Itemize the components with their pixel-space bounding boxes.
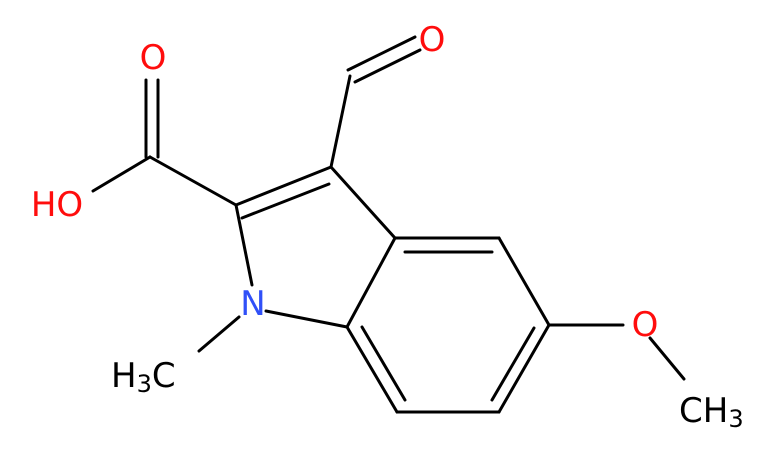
bond-c4-c5 xyxy=(497,236,551,327)
bond-n-methyl xyxy=(197,315,241,353)
n-methyl-label: H3C xyxy=(111,356,176,398)
methoxy-oxygen-label: O xyxy=(632,305,659,345)
bond-c2-c3-outer xyxy=(234,165,333,207)
o-methyl-subscript: 3 xyxy=(728,405,743,433)
bond-c5-c6 xyxy=(497,323,551,414)
o-methyl-label: CH3 xyxy=(679,391,744,433)
bond-c3-c3a xyxy=(329,165,397,240)
bond-c7a-c3a xyxy=(345,236,397,329)
bond-methoxy-o-methyl xyxy=(648,336,686,381)
bond-formyl-c3 xyxy=(329,74,352,169)
bond-c2-c3-inner xyxy=(240,182,331,220)
acid-carbonyl-oxygen-label: O xyxy=(140,38,167,78)
bond-c2-n xyxy=(234,203,254,287)
carbonyl-oxygen-label: O xyxy=(419,20,446,60)
hydroxyl-label: HO xyxy=(31,185,83,225)
n-methyl-c: C xyxy=(152,356,176,396)
bond-acid-c2 xyxy=(148,155,238,207)
bond-c5-c6-inner xyxy=(490,326,536,402)
bond-formyl-double-outer xyxy=(346,35,417,72)
bond-acid-hydroxyl xyxy=(91,155,152,193)
o-methyl-ch: CH xyxy=(679,391,728,431)
bond-c7-c7a xyxy=(345,325,399,414)
bond-n-c7a xyxy=(264,309,349,329)
nitrogen-label: N xyxy=(240,284,265,324)
bond-formyl-double-inner xyxy=(353,48,422,84)
atom-labels: O O HO N O H3C CH3 xyxy=(31,20,744,433)
bond-lines xyxy=(91,35,686,414)
bond-c7-c7a-inner xyxy=(360,325,407,402)
n-methyl-subscript: 3 xyxy=(137,370,152,398)
n-methyl-h: H xyxy=(111,356,137,396)
